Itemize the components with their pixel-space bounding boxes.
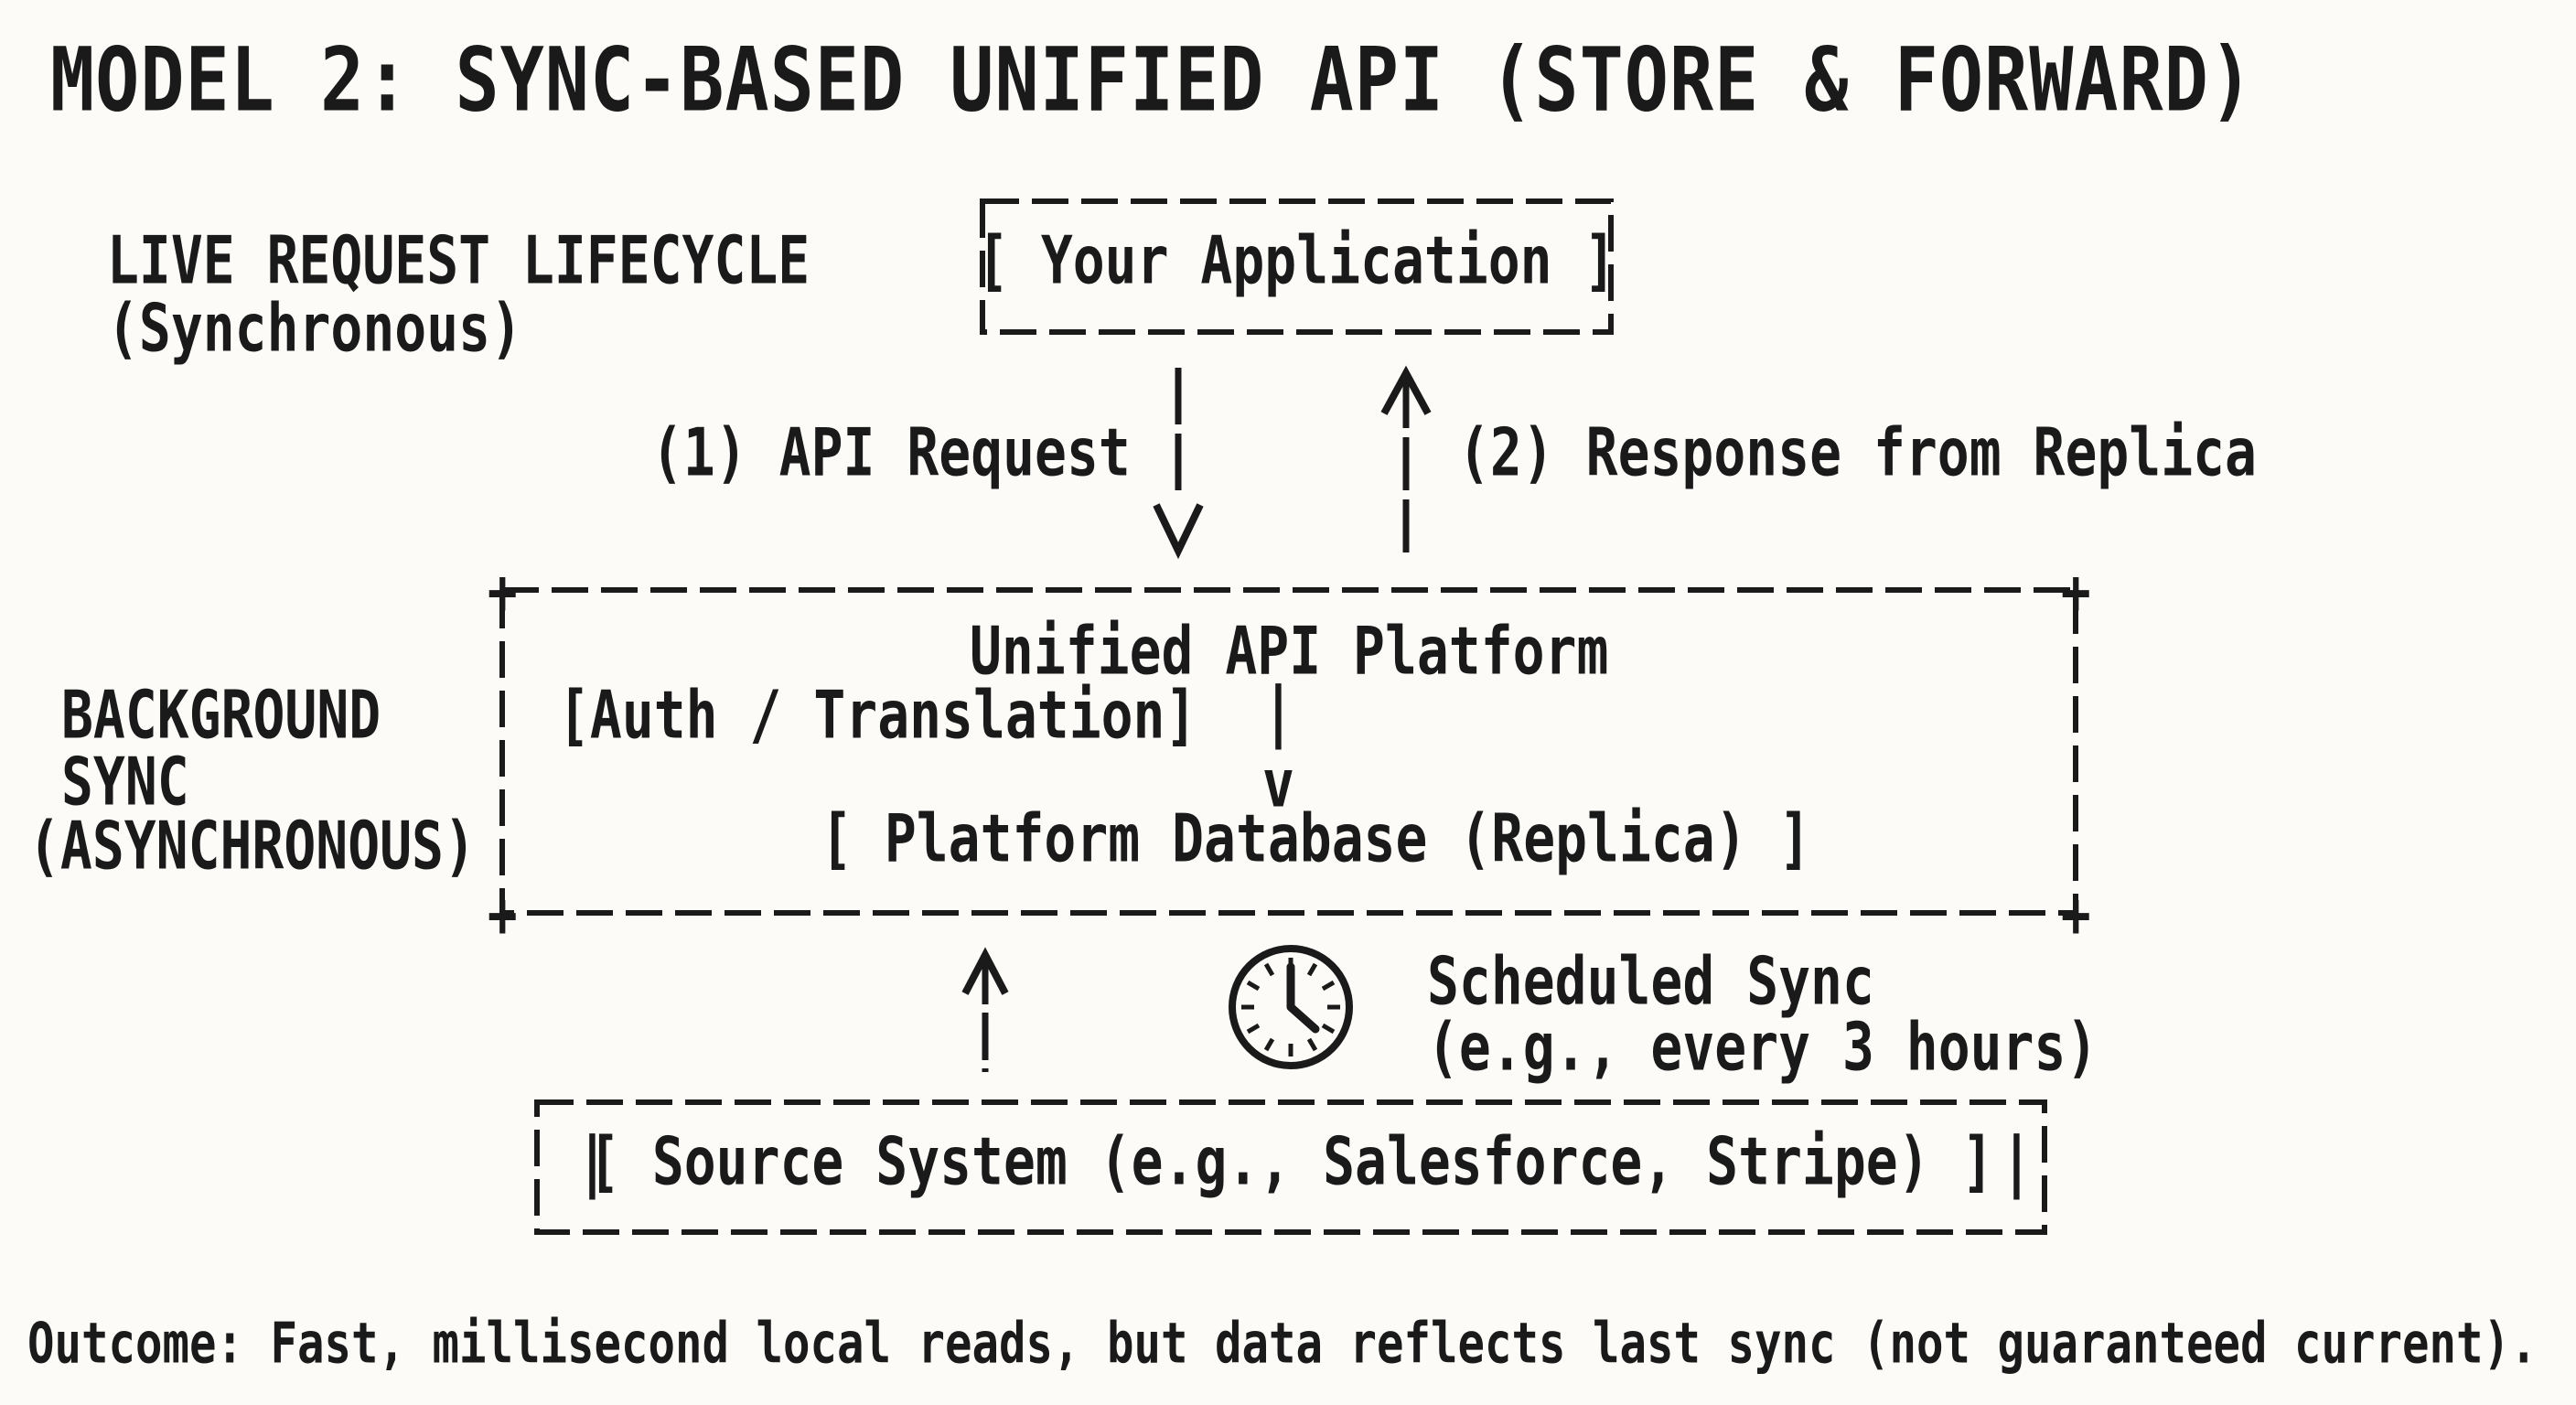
source-box-border [534,1099,2047,1235]
platform-corner-top-left: + [488,555,518,628]
platform-auth-label: [Auth / Translation] [558,675,1197,754]
platform-box-title: Unified API Platform [970,611,1609,690]
source-box-label: [ Source System (e.g., Salesforce, Strip… [588,1121,1994,1200]
live-request-label-line1: LIVE REQUEST LIFECYCLE [107,220,810,299]
platform-box-border [499,587,2078,916]
scheduled-sync-label-line1: Scheduled Sync [1427,941,1874,1020]
platform-corner-bottom-right: + [2061,878,2091,951]
api-request-label: (1) API Request [651,413,1131,491]
app-box-border [980,198,1614,335]
response-label: (2) Response from Replica [1458,413,2257,491]
platform-down-arrow-glyph: v [1262,744,1294,822]
live-request-label-line2: (Synchronous) [107,288,522,367]
platform-database-label: [ Platform Database (Replica) ] [821,799,1811,877]
clock-icon [1229,945,1353,1069]
sync-arrow-up-icon [961,947,1009,1072]
platform-pipe-glyph: | [1262,671,1294,750]
page-title: MODEL 2: SYNC-BASED UNIFIED API (STORE &… [50,28,2255,132]
background-sync-label-line2: SYNC [61,742,189,820]
source-box-left-pipe: | [576,1121,608,1200]
outcome-text: Outcome: Fast, millisecond local reads, … [27,1311,2538,1377]
platform-corner-bottom-left: + [488,878,518,951]
background-sync-label-line3: (ASYNCHRONOUS) [28,806,476,885]
app-box-label: [ Your Application ] [977,220,1616,299]
background-sync-label-line1: BACKGROUND [61,675,381,754]
arrow-up-icon [1380,365,1432,560]
platform-corner-top-right: + [2061,555,2091,628]
source-box-right-pipe: | [2001,1121,2033,1200]
arrow-down-icon [1153,368,1204,560]
scheduled-sync-label-line2: (e.g., every 3 hours) [1427,1007,2098,1086]
